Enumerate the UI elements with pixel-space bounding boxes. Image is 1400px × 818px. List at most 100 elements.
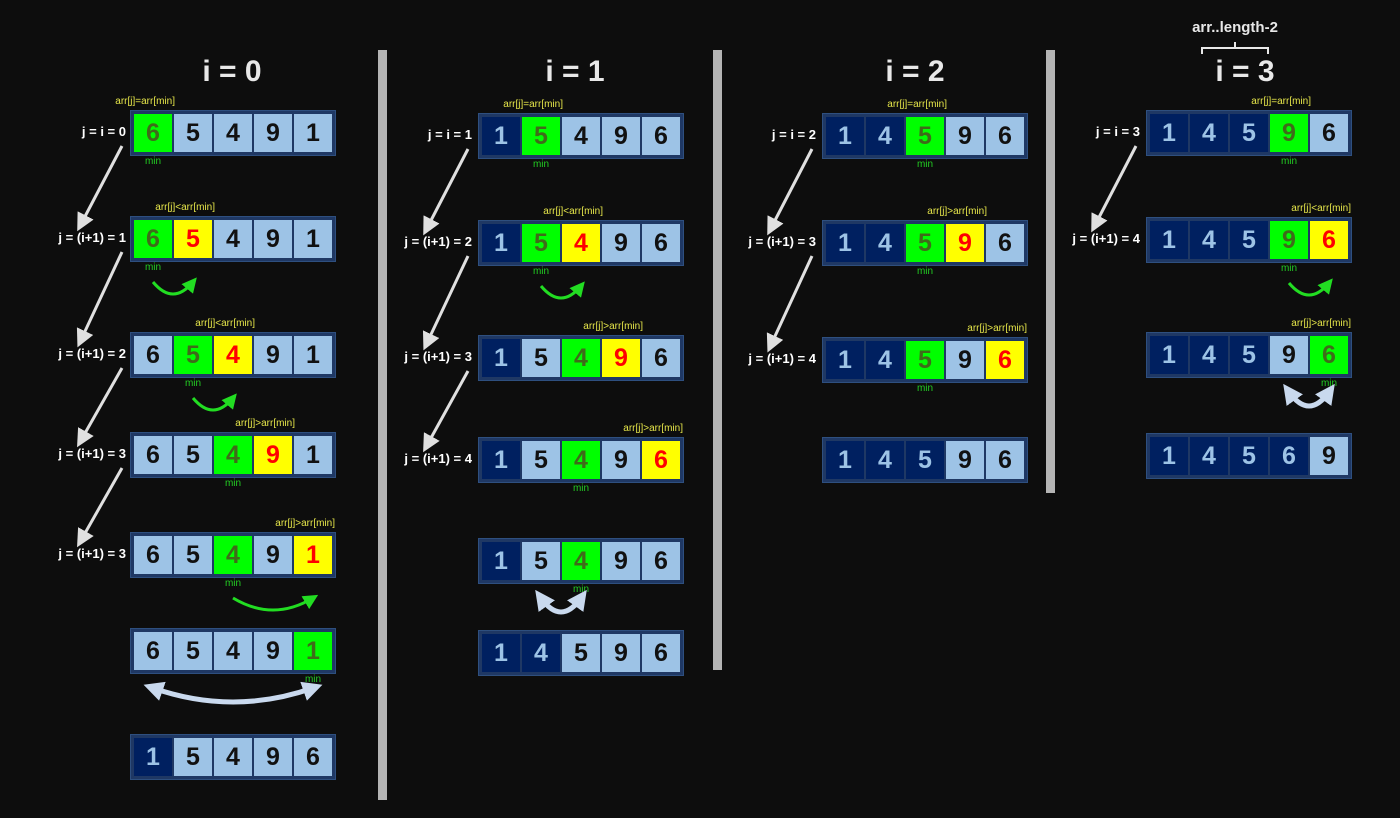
- array-cell: 6: [642, 441, 680, 479]
- j-index-label: j = i = 0: [81, 124, 126, 139]
- comparison-condition: arr[j]>arr[min]: [275, 518, 335, 529]
- array-cell: 6: [1270, 437, 1308, 475]
- array-cell: 1: [294, 436, 332, 474]
- array-cell: 9: [946, 117, 984, 155]
- array-cell: 4: [562, 117, 600, 155]
- array-cell: 6: [642, 634, 680, 672]
- comparison-condition: arr[j]>arr[min]: [623, 423, 683, 434]
- step-arrow: [1091, 145, 1138, 233]
- array-cell: 1: [1150, 114, 1188, 152]
- j-index-label: j = (i+1) = 3: [748, 234, 816, 249]
- min-marker: min: [916, 266, 934, 277]
- divider-3: [1046, 50, 1055, 493]
- array-cell: 5: [906, 117, 944, 155]
- min-marker: min: [224, 578, 242, 589]
- step-arrow: [76, 251, 124, 348]
- j-index-label: j = (i+1) = 4: [404, 451, 472, 466]
- comparison-condition: arr[j]>arr[min]: [235, 418, 295, 429]
- array-cell: 9: [1310, 437, 1348, 475]
- array-cell: 5: [522, 542, 560, 580]
- comparison-condition: arr[j]<arr[min]: [543, 206, 603, 217]
- array-cell: 9: [602, 542, 640, 580]
- scan-arrow-icon: [191, 393, 237, 412]
- array-cell: 6: [134, 220, 172, 258]
- array-cell: 4: [214, 536, 252, 574]
- array-cell: 1: [826, 341, 864, 379]
- array-cell: 1: [482, 339, 520, 377]
- array-cell: 9: [946, 441, 984, 479]
- j-index-label: j = i = 1: [427, 127, 472, 142]
- array-cell: 6: [134, 632, 172, 670]
- array-cell: 5: [906, 441, 944, 479]
- min-marker: min: [916, 383, 934, 394]
- array-cell: 4: [562, 224, 600, 262]
- step-arrow: [423, 370, 470, 453]
- swap-arrow-icon: [535, 589, 587, 615]
- array-cell: 9: [254, 114, 292, 152]
- array-cell: 6: [294, 738, 332, 776]
- array-cell: 4: [1190, 221, 1228, 259]
- array-cell: 5: [522, 339, 560, 377]
- pass-title: i = 2: [885, 55, 945, 88]
- array-cell: 4: [1190, 336, 1228, 374]
- array-cell: 6: [642, 117, 680, 155]
- array-cell: 5: [522, 441, 560, 479]
- array-cell: 6: [134, 536, 172, 574]
- scan-arrow-icon: [151, 277, 197, 296]
- array-cell: 6: [986, 341, 1024, 379]
- array-cell: 6: [642, 542, 680, 580]
- min-marker: min: [572, 483, 590, 494]
- min-marker: min: [532, 159, 550, 170]
- comparison-condition: arr[j]=arr[min]: [115, 96, 175, 107]
- comparison-condition: arr[j]>arr[min]: [583, 321, 643, 332]
- array-cell: 5: [1230, 221, 1268, 259]
- array-cell: 4: [866, 224, 904, 262]
- swap-arrow-icon: [143, 681, 323, 705]
- step-arrow: [423, 148, 470, 236]
- array-cell: 9: [602, 339, 640, 377]
- j-index-label: j = i = 2: [771, 127, 816, 142]
- pass-title: i = 1: [545, 55, 605, 88]
- array-cell: 5: [1230, 437, 1268, 475]
- array-cell: 6: [986, 117, 1024, 155]
- array-cell: 4: [522, 634, 560, 672]
- step-arrow: [766, 255, 814, 353]
- array-cell: 5: [174, 220, 212, 258]
- j-index-label: j = (i+1) = 2: [58, 346, 126, 361]
- min-marker: min: [1280, 263, 1298, 274]
- min-marker: min: [304, 674, 322, 685]
- array-cell: 9: [946, 341, 984, 379]
- array-cell: 4: [866, 341, 904, 379]
- array-cell: 6: [134, 336, 172, 374]
- array-cell: 1: [826, 224, 864, 262]
- array-cell: 1: [1150, 221, 1188, 259]
- array-length-note: arr..length-2: [1192, 19, 1278, 36]
- swap-arrow-icon: [1283, 383, 1335, 409]
- array-cell: 9: [1270, 114, 1308, 152]
- array-cell: 5: [174, 632, 212, 670]
- array-cell: 1: [1150, 336, 1188, 374]
- array-cell: 1: [134, 738, 172, 776]
- array-cell: 5: [174, 336, 212, 374]
- j-index-label: j = (i+1) = 3: [58, 546, 126, 561]
- divider-1: [378, 50, 387, 800]
- array-cell: 5: [174, 114, 212, 152]
- array-cell: 4: [214, 632, 252, 670]
- array-cell: 4: [214, 220, 252, 258]
- array-cell: 5: [174, 436, 212, 474]
- j-index-label: j = (i+1) = 1: [58, 230, 126, 245]
- min-marker: min: [144, 262, 162, 273]
- array-cell: 6: [986, 441, 1024, 479]
- scan-arrow-icon: [539, 281, 585, 300]
- comparison-condition: arr[j]=arr[min]: [503, 99, 563, 110]
